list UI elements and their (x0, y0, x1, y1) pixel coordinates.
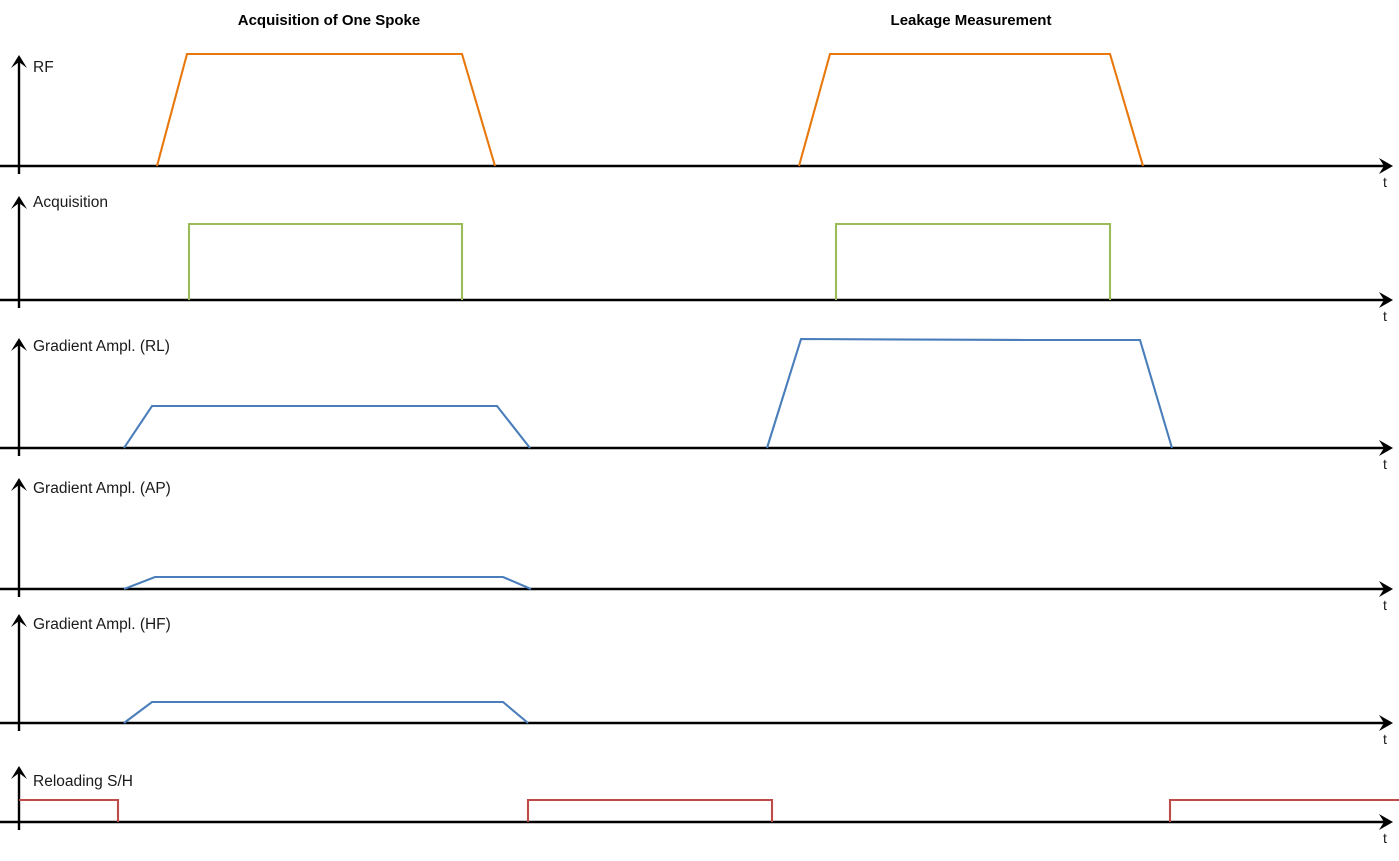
time-axis-arrow-gradient-hf (1379, 715, 1393, 731)
time-axis-label-rf: t (1383, 174, 1387, 190)
time-axis-label-gradient-hf: t (1383, 731, 1387, 747)
time-axis-label-reloading-sh: t (1383, 830, 1387, 846)
reloading-pulse-3 (1168, 798, 1399, 822)
amplitude-axis-arrow-gradient-ap (11, 478, 27, 491)
channel-acquisition: Acquisition t (0, 194, 1393, 324)
gradient-rl-leakage (765, 337, 1174, 449)
acquisition-window-spoke (187, 222, 464, 300)
amplitude-axis-arrow-gradient-hf (11, 614, 27, 627)
reloading-pulse-2 (526, 798, 774, 822)
channel-label-gradient-ap: Gradient Ampl. (AP) (33, 480, 171, 497)
time-axis-arrow-gradient-rl (1379, 440, 1393, 456)
amplitude-axis-arrow-reloading-sh (11, 766, 27, 779)
gradient-hf-spoke (123, 700, 529, 724)
gradient-ap-spoke (123, 575, 532, 590)
channel-label-reloading-sh: Reloading S/H (33, 773, 133, 790)
amplitude-axis-arrow-rf (11, 55, 27, 68)
gradient-rl-spoke (123, 404, 531, 449)
section-titles-layer: Acquisition of One Spoke Leakage Measurem… (238, 12, 1052, 29)
channel-gradient-rl: Gradient Ampl. (RL) t (0, 337, 1393, 472)
time-axis-label-acquisition: t (1383, 308, 1387, 324)
channel-gradient-hf: Gradient Ampl. (HF) t (0, 614, 1393, 747)
rf-pulse-leakage (797, 52, 1145, 167)
channel-label-rf: RF (33, 59, 54, 76)
section-title-leakage-measurement: Leakage Measurement (891, 12, 1052, 29)
channel-reloading-sh: Reloading S/H t (0, 766, 1399, 846)
time-axis-arrow-gradient-ap (1379, 581, 1393, 597)
time-axis-arrow-rf (1379, 158, 1393, 174)
channel-label-gradient-hf: Gradient Ampl. (HF) (33, 616, 171, 633)
amplitude-axis-arrow-gradient-rl (11, 338, 27, 351)
section-title-acquisition-of-one-spoke: Acquisition of One Spoke (238, 12, 421, 29)
channel-label-acquisition: Acquisition (33, 194, 108, 211)
time-axis-arrow-acquisition (1379, 292, 1393, 308)
time-axis-label-gradient-ap: t (1383, 597, 1387, 613)
channel-rf: RF t (0, 52, 1393, 190)
acquisition-window-leakage (834, 222, 1112, 300)
reloading-pulse-1 (19, 798, 120, 822)
channel-gradient-ap: Gradient Ampl. (AP) t (0, 478, 1393, 613)
amplitude-axis-arrow-acquisition (11, 196, 27, 209)
time-axis-label-gradient-rl: t (1383, 456, 1387, 472)
rf-pulse-spoke (155, 52, 497, 167)
channel-label-gradient-rl: Gradient Ampl. (RL) (33, 338, 170, 355)
time-axis-arrow-reloading-sh (1379, 814, 1393, 830)
